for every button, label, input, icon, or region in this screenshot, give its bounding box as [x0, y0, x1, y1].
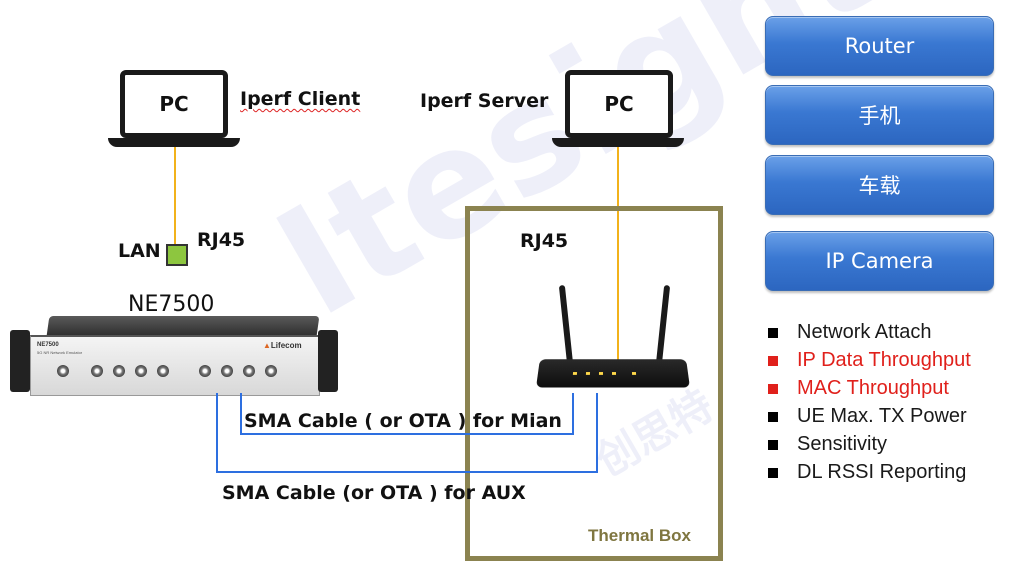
instrument-front-model: NE7500 [37, 342, 59, 348]
ethernet-cable-client [174, 147, 176, 247]
rack-handle-right [318, 330, 338, 392]
sma-connector [221, 365, 233, 377]
sma-connector [113, 365, 125, 377]
instrument-brand-label: Lifecom [270, 341, 302, 350]
bullet-square-icon [768, 383, 778, 394]
sma-connector [135, 365, 147, 377]
sma-cable-main [240, 393, 574, 435]
feature-item-highlighted: MAC Throughput [768, 377, 949, 400]
pc-server-screen: PC [565, 70, 673, 138]
feature-item: Network Attach [768, 321, 932, 344]
sma-connector [243, 365, 255, 377]
feature-label: Network Attach [797, 321, 932, 343]
bullet-square-icon [768, 467, 778, 478]
iperf-server-label: Iperf Server [420, 90, 549, 112]
rack-handle-left [10, 330, 30, 392]
pc-client-screen: PC [120, 70, 228, 138]
device-button-phone[interactable]: 手机 [765, 85, 994, 145]
rj45-label-router: RJ45 [520, 230, 569, 252]
pc-client-label: PC [159, 92, 189, 116]
rj45-label-instrument: RJ45 [197, 229, 246, 251]
sma-cable-main-label: SMA Cable ( or OTA ) for Mian [244, 410, 562, 432]
feature-item-highlighted: IP Data Throughput [768, 349, 971, 372]
sma-connector [199, 365, 211, 377]
bullet-square-icon [768, 327, 778, 338]
instrument-brand: ▲Lifecom [263, 341, 302, 350]
feature-item: UE Max. TX Power [768, 405, 967, 428]
feature-item: DL RSSI Reporting [768, 461, 966, 484]
sma-connector [157, 365, 169, 377]
bullet-square-icon [768, 439, 778, 450]
thermal-box [465, 206, 723, 561]
sma-connector [57, 365, 69, 377]
brand-logo-icon: ▲ [263, 341, 271, 350]
router-led [572, 372, 578, 375]
feature-label: Sensitivity [797, 433, 888, 455]
bullet-square-icon [768, 355, 778, 366]
lan-port-icon [166, 244, 188, 266]
sma-cable-aux [216, 393, 598, 473]
pc-server-label: PC [604, 92, 634, 116]
bullet-square-icon [768, 411, 778, 422]
feature-label: UE Max. TX Power [797, 405, 967, 427]
feature-label: IP Data Throughput [797, 349, 971, 371]
instrument-model-label: NE7500 [128, 292, 215, 317]
thermal-box-label: Thermal Box [588, 526, 691, 545]
sma-connector [265, 365, 277, 377]
instrument-front-panel: NE7500 5G NR Network Emulator ▲Lifecom [30, 335, 320, 396]
router-led [631, 372, 637, 375]
instrument-front-subtitle: 5G NR Network Emulator [37, 350, 83, 355]
feature-item: Sensitivity [768, 433, 887, 456]
feature-label: MAC Throughput [797, 377, 949, 399]
router-led [611, 372, 617, 375]
pc-client-base [108, 138, 240, 147]
device-button-ip-camera[interactable]: IP Camera [765, 231, 994, 291]
device-button-router[interactable]: Router [765, 16, 994, 76]
sma-connector [91, 365, 103, 377]
device-button-vehicle[interactable]: 车载 [765, 155, 994, 215]
router-led [598, 372, 604, 375]
feature-label: DL RSSI Reporting [797, 461, 967, 483]
ethernet-cable-server [617, 147, 619, 367]
sma-cable-aux-label: SMA Cable (or OTA ) for AUX [222, 482, 526, 504]
pc-server-base [552, 138, 684, 147]
instrument-top [46, 316, 320, 336]
router-led [585, 372, 591, 375]
router-body [536, 359, 690, 388]
iperf-client-label: Iperf Client [240, 88, 361, 110]
lan-label: LAN [118, 240, 161, 262]
